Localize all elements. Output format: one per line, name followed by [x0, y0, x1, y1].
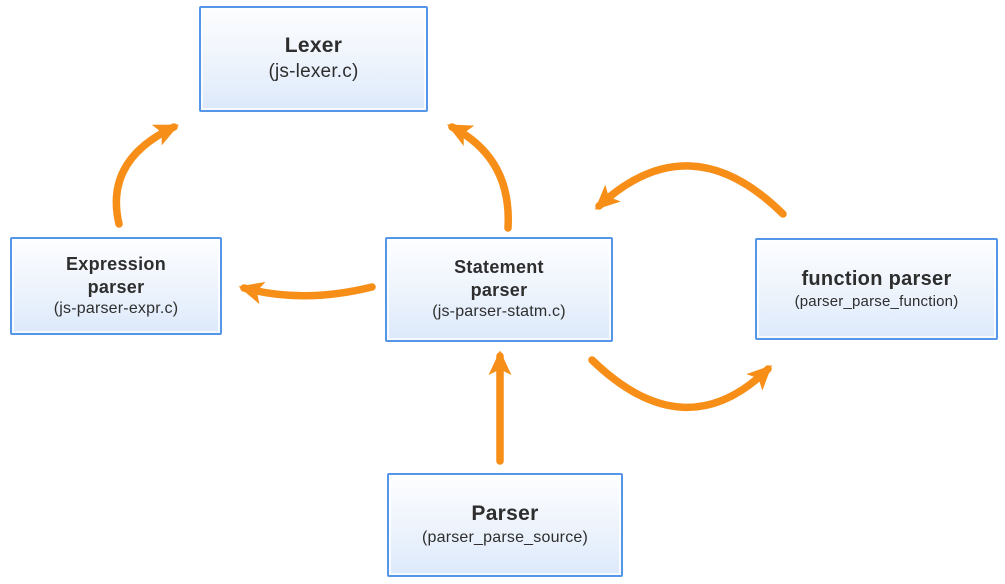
edge-function-parser-to-statement-parser — [594, 162, 787, 218]
node-lexer-subtitle: (js-lexer.c) — [268, 61, 359, 83]
edge-expression-parser-to-lexer — [112, 123, 180, 228]
edge-statement-parser-to-expression-parser — [238, 281, 376, 305]
node-lexer: Lexer (js-lexer.c) — [199, 6, 428, 112]
node-expression-parser-subtitle: (js-parser-expr.c) — [53, 299, 179, 317]
node-parser: Parser (parser_parse_source) — [387, 473, 623, 577]
node-function-parser-title: function parser — [801, 267, 952, 290]
node-expression-parser-title: Expression parser — [65, 253, 167, 297]
node-expression-parser: Expression parser (js-parser-expr.c) — [10, 237, 222, 335]
node-parser-title: Parser — [471, 502, 539, 526]
node-lexer-title: Lexer — [284, 34, 343, 58]
edge-statement-parser-to-lexer — [447, 123, 512, 232]
node-statement-parser-title: Statement parser — [454, 257, 544, 301]
node-function-parser: function parser (parser_parse_function) — [755, 238, 998, 340]
node-function-parser-subtitle: (parser_parse_function) — [794, 293, 959, 311]
node-statement-parser-subtitle: (js-parser-statm.c) — [432, 303, 566, 321]
node-statement-parser: Statement parser (js-parser-statm.c) — [385, 237, 613, 342]
edge-statement-parser-to-function-parser — [588, 356, 773, 412]
node-parser-subtitle: (parser_parse_source) — [421, 529, 589, 547]
